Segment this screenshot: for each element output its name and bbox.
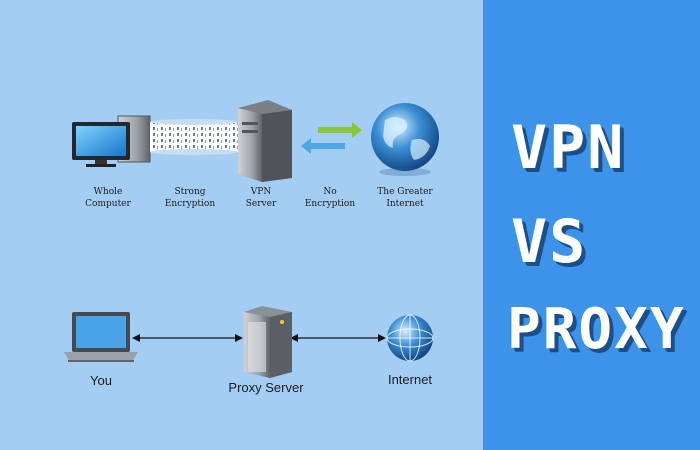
caption-vpn-server: VPN Server — [245, 187, 277, 209]
arrow-left-icon — [301, 138, 345, 154]
connector-proxy-internet — [290, 334, 386, 342]
diagram-panel: Whole Computer Strong Encryption VPN Ser… — [0, 0, 483, 450]
caption-whole-computer: Whole Computer — [85, 187, 131, 209]
caption-no-encryption: No Encryption — [304, 187, 356, 209]
caption-you: You — [90, 373, 112, 388]
caption-internet: Internet — [387, 372, 433, 387]
connector-you-proxy — [132, 334, 243, 342]
title-vpn: VPN — [511, 113, 626, 183]
title-vs: VS — [511, 207, 588, 277]
title-panel: VPN VS PROXY — [483, 0, 700, 450]
internet-globe-icon — [386, 314, 434, 362]
arrow-right-icon — [318, 122, 362, 138]
encryption-tunnel-icon — [150, 119, 238, 155]
title-proxy: PROXY — [507, 297, 686, 362]
caption-proxy-server: Proxy Server — [228, 380, 304, 395]
vpn-server-icon — [238, 100, 292, 182]
proxy-server-icon — [244, 306, 292, 378]
caption-strong-encryption: Strong Encryption — [164, 187, 216, 209]
bidirectional-arrows-icon — [301, 122, 362, 154]
network-diagram — [64, 100, 439, 378]
globe-icon — [371, 103, 439, 176]
caption-greater-internet: The Greater Internet — [377, 187, 433, 209]
laptop-icon — [64, 312, 138, 362]
desktop-computer-icon — [72, 115, 151, 167]
